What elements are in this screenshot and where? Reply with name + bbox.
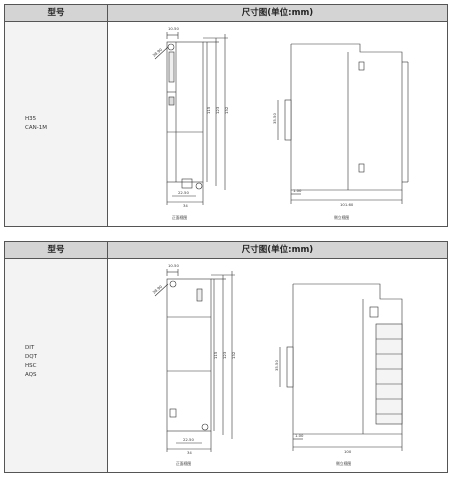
header-dimensions: 尺寸图(单位:mm) bbox=[241, 8, 314, 18]
side-view-label: 侧立视图 bbox=[336, 461, 351, 466]
dim-side-offset: 1.00 bbox=[293, 188, 302, 193]
side-view bbox=[279, 283, 403, 451]
front-view bbox=[154, 269, 235, 452]
dim-height-c: 132 bbox=[231, 351, 236, 359]
dim-angle: 38.90 bbox=[151, 284, 163, 295]
header-model: 型号 bbox=[5, 5, 108, 21]
front-view-label: 正面视图 bbox=[172, 215, 187, 220]
model-name: H35 bbox=[25, 116, 37, 122]
dim-height-b: 123 bbox=[215, 106, 220, 114]
dimension-drawing: 10.50 38.90 115 123 132 22.50 34 35.50 1… bbox=[151, 263, 403, 466]
model-list: DIT DQT HSC AQS bbox=[25, 344, 37, 380]
dim-side-depth: 101.60 bbox=[340, 202, 354, 207]
dim-height-a: 115 bbox=[213, 351, 218, 359]
dim-side-offset: 1.00 bbox=[295, 433, 304, 438]
table-header: 型号 尺寸图(单位:mm) bbox=[5, 242, 447, 259]
table-header: 型号 尺寸图(单位:mm) bbox=[5, 5, 447, 22]
dim-bottom-width: 34 bbox=[183, 203, 188, 208]
dim-bottom-inner: 22.50 bbox=[183, 437, 194, 442]
dim-side-rail: 35.50 bbox=[272, 113, 277, 124]
dimension-drawing: 10.50 38.90 115 123 132 22.50 34 35.50 1… bbox=[151, 26, 409, 220]
model-name: HSC bbox=[25, 363, 37, 369]
model-name: AQS bbox=[25, 372, 37, 378]
dim-height-a: 115 bbox=[206, 106, 211, 114]
dimension-table-1: 型号 尺寸图(单位:mm) H35 CAN-1M bbox=[4, 4, 448, 227]
dim-bottom-width: 34 bbox=[187, 450, 192, 455]
side-view bbox=[277, 43, 409, 204]
model-name: DIT bbox=[25, 345, 35, 351]
front-view bbox=[154, 32, 228, 205]
dim-angle: 38.90 bbox=[151, 47, 163, 58]
side-view-label: 侧立视图 bbox=[334, 215, 349, 220]
model-cell: H35 CAN-1M bbox=[5, 22, 108, 226]
model-cell: DIT DQT HSC AQS bbox=[5, 259, 108, 472]
dim-top-width: 10.50 bbox=[168, 263, 179, 268]
dim-bottom-inner: 22.50 bbox=[178, 190, 189, 195]
front-view-label: 正面视图 bbox=[176, 461, 191, 466]
dim-height-b: 123 bbox=[222, 351, 227, 359]
model-name: DQT bbox=[25, 354, 37, 360]
model-list: H35 CAN-1M bbox=[25, 115, 47, 133]
header-dimensions: 尺寸图(单位:mm) bbox=[241, 245, 314, 255]
dim-side-rail: 35.50 bbox=[274, 360, 279, 371]
model-name: CAN-1M bbox=[25, 125, 47, 131]
dim-top-width: 10.50 bbox=[168, 26, 179, 31]
dimension-table-2: 型号 尺寸图(单位:mm) DIT DQT HSC AQS bbox=[4, 241, 448, 473]
drawing-cell: 10.50 38.90 115 123 132 22.50 34 35.50 1… bbox=[108, 259, 447, 472]
header-model: 型号 bbox=[5, 242, 108, 258]
dim-side-depth: 100 bbox=[344, 449, 352, 454]
drawing-cell: 10.50 38.90 115 123 132 22.50 34 35.50 1… bbox=[108, 22, 447, 226]
dim-height-c: 132 bbox=[224, 106, 229, 114]
